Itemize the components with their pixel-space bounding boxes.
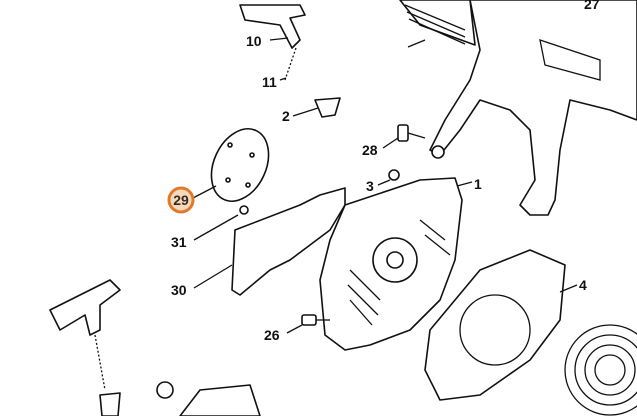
label-3[interactable]: 3: [366, 178, 374, 194]
label-10[interactable]: 10: [246, 33, 262, 49]
part-10-starter-grip[interactable]: [239, 4, 306, 49]
part-27-sprocket-cover[interactable]: [399, 0, 637, 216]
part-29-cover-plate[interactable]: [192, 120, 280, 211]
part-11-starter-rope[interactable]: [279, 47, 297, 81]
label-2[interactable]: 2: [282, 108, 290, 124]
part-26-screw[interactable]: [286, 314, 330, 334]
label-29[interactable]: 29: [173, 192, 189, 208]
part-2-rope-guide-bush[interactable]: [292, 97, 341, 118]
label-26[interactable]: 26: [264, 327, 280, 343]
label-30[interactable]: 30: [171, 282, 187, 298]
label-31[interactable]: 31: [171, 234, 187, 250]
label-4[interactable]: 4: [579, 277, 587, 293]
part-31-screw[interactable]: [193, 205, 249, 241]
label-27[interactable]: 27: [584, 0, 600, 12]
part-starter-grip-lower[interactable]: [49, 279, 261, 416]
part-1-fan-housing[interactable]: [319, 177, 473, 351]
label-1[interactable]: 1: [474, 176, 482, 192]
part-3-screw[interactable]: [377, 169, 400, 186]
part-28-screw[interactable]: [382, 124, 426, 149]
part-rewind-spring[interactable]: [564, 324, 637, 416]
label-11[interactable]: 11: [262, 74, 277, 90]
label-29-highlighted[interactable]: 29: [167, 186, 195, 214]
label-28[interactable]: 28: [362, 142, 378, 158]
part-4-rewind-cover[interactable]: [424, 249, 578, 401]
part-30-bracket[interactable]: [193, 187, 346, 296]
